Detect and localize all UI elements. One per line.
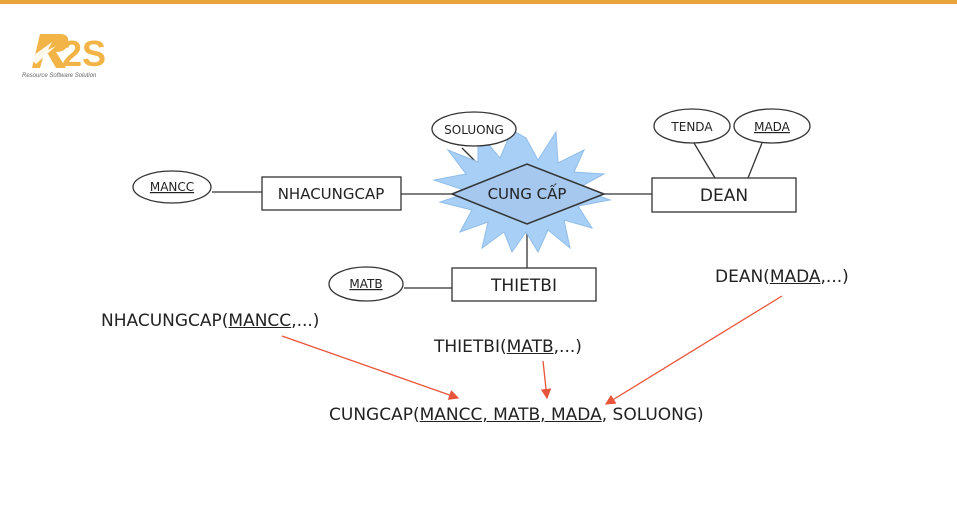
attribute-mada-label: MADA	[754, 120, 791, 134]
schema-cungcap-name: CUNGCAP(	[329, 405, 420, 425]
attribute-mancc-ellipse	[132, 170, 212, 204]
schema-cungcap-rest: , SOLUONG)	[601, 405, 704, 425]
schema-nhacungcap-name: NHACUNGCAP(	[101, 311, 229, 331]
mapping-arrows	[281, 295, 783, 405]
schema-dean: DEAN(MADA,...)	[715, 267, 849, 287]
entity-nhacungcap-box	[261, 176, 402, 211]
schema-nhacungcap-rest: ,...)	[291, 311, 320, 331]
attribute-tenda-label: TENDA	[670, 120, 713, 134]
r2s-logo: 2S Resource Software Solution	[22, 28, 122, 88]
schema-nhacungcap-key: MANCC	[228, 311, 292, 331]
schema-thietbi-key: MATB	[506, 337, 554, 357]
attribute-matb-label: MATB	[349, 277, 382, 291]
attribute-soluong-ellipse	[431, 111, 517, 147]
entity-dean-box	[651, 177, 797, 213]
schema-dean-key: MADA	[769, 267, 821, 287]
connector-lines	[212, 142, 763, 289]
schema-cungcap-keys: MANCC, MATB, MADA	[419, 405, 602, 425]
entity-nhacungcap-label: NHACUNGCAP	[278, 185, 385, 203]
svg-text:2S: 2S	[62, 33, 106, 72]
top-accent-bar	[0, 0, 957, 4]
relationship-label: CUNG CẤP	[488, 182, 567, 203]
schema-thietbi: THIETBI(MATB,...)	[434, 337, 582, 357]
schema-thietbi-rest: ,...)	[553, 337, 582, 357]
r2s-logo-mark: 2S	[30, 33, 106, 72]
entity-thietbi-box	[451, 267, 597, 302]
entity-dean-label: DEAN	[700, 186, 748, 206]
attribute-mada-ellipse	[733, 108, 811, 144]
entity-thietbi-label: THIETBI	[490, 276, 557, 296]
logo-subtitle: Resource Software Solution	[22, 73, 97, 79]
schema-nhacungcap: NHACUNGCAP(MANCC,...)	[101, 311, 319, 331]
attribute-soluong-label: SOLUONG	[444, 123, 504, 137]
schema-dean-rest: ,...)	[820, 267, 849, 287]
attribute-matb-ellipse	[328, 266, 404, 302]
attribute-mancc-label: MANCC	[150, 180, 194, 194]
relationship-diamond	[449, 163, 607, 225]
schema-cungcap: CUNGCAP(MANCC, MATB, MADA, SOLUONG)	[329, 405, 704, 425]
schema-thietbi-name: THIETBI(	[434, 337, 507, 357]
attribute-tenda-ellipse	[653, 108, 731, 144]
schema-dean-name: DEAN(	[715, 267, 770, 287]
